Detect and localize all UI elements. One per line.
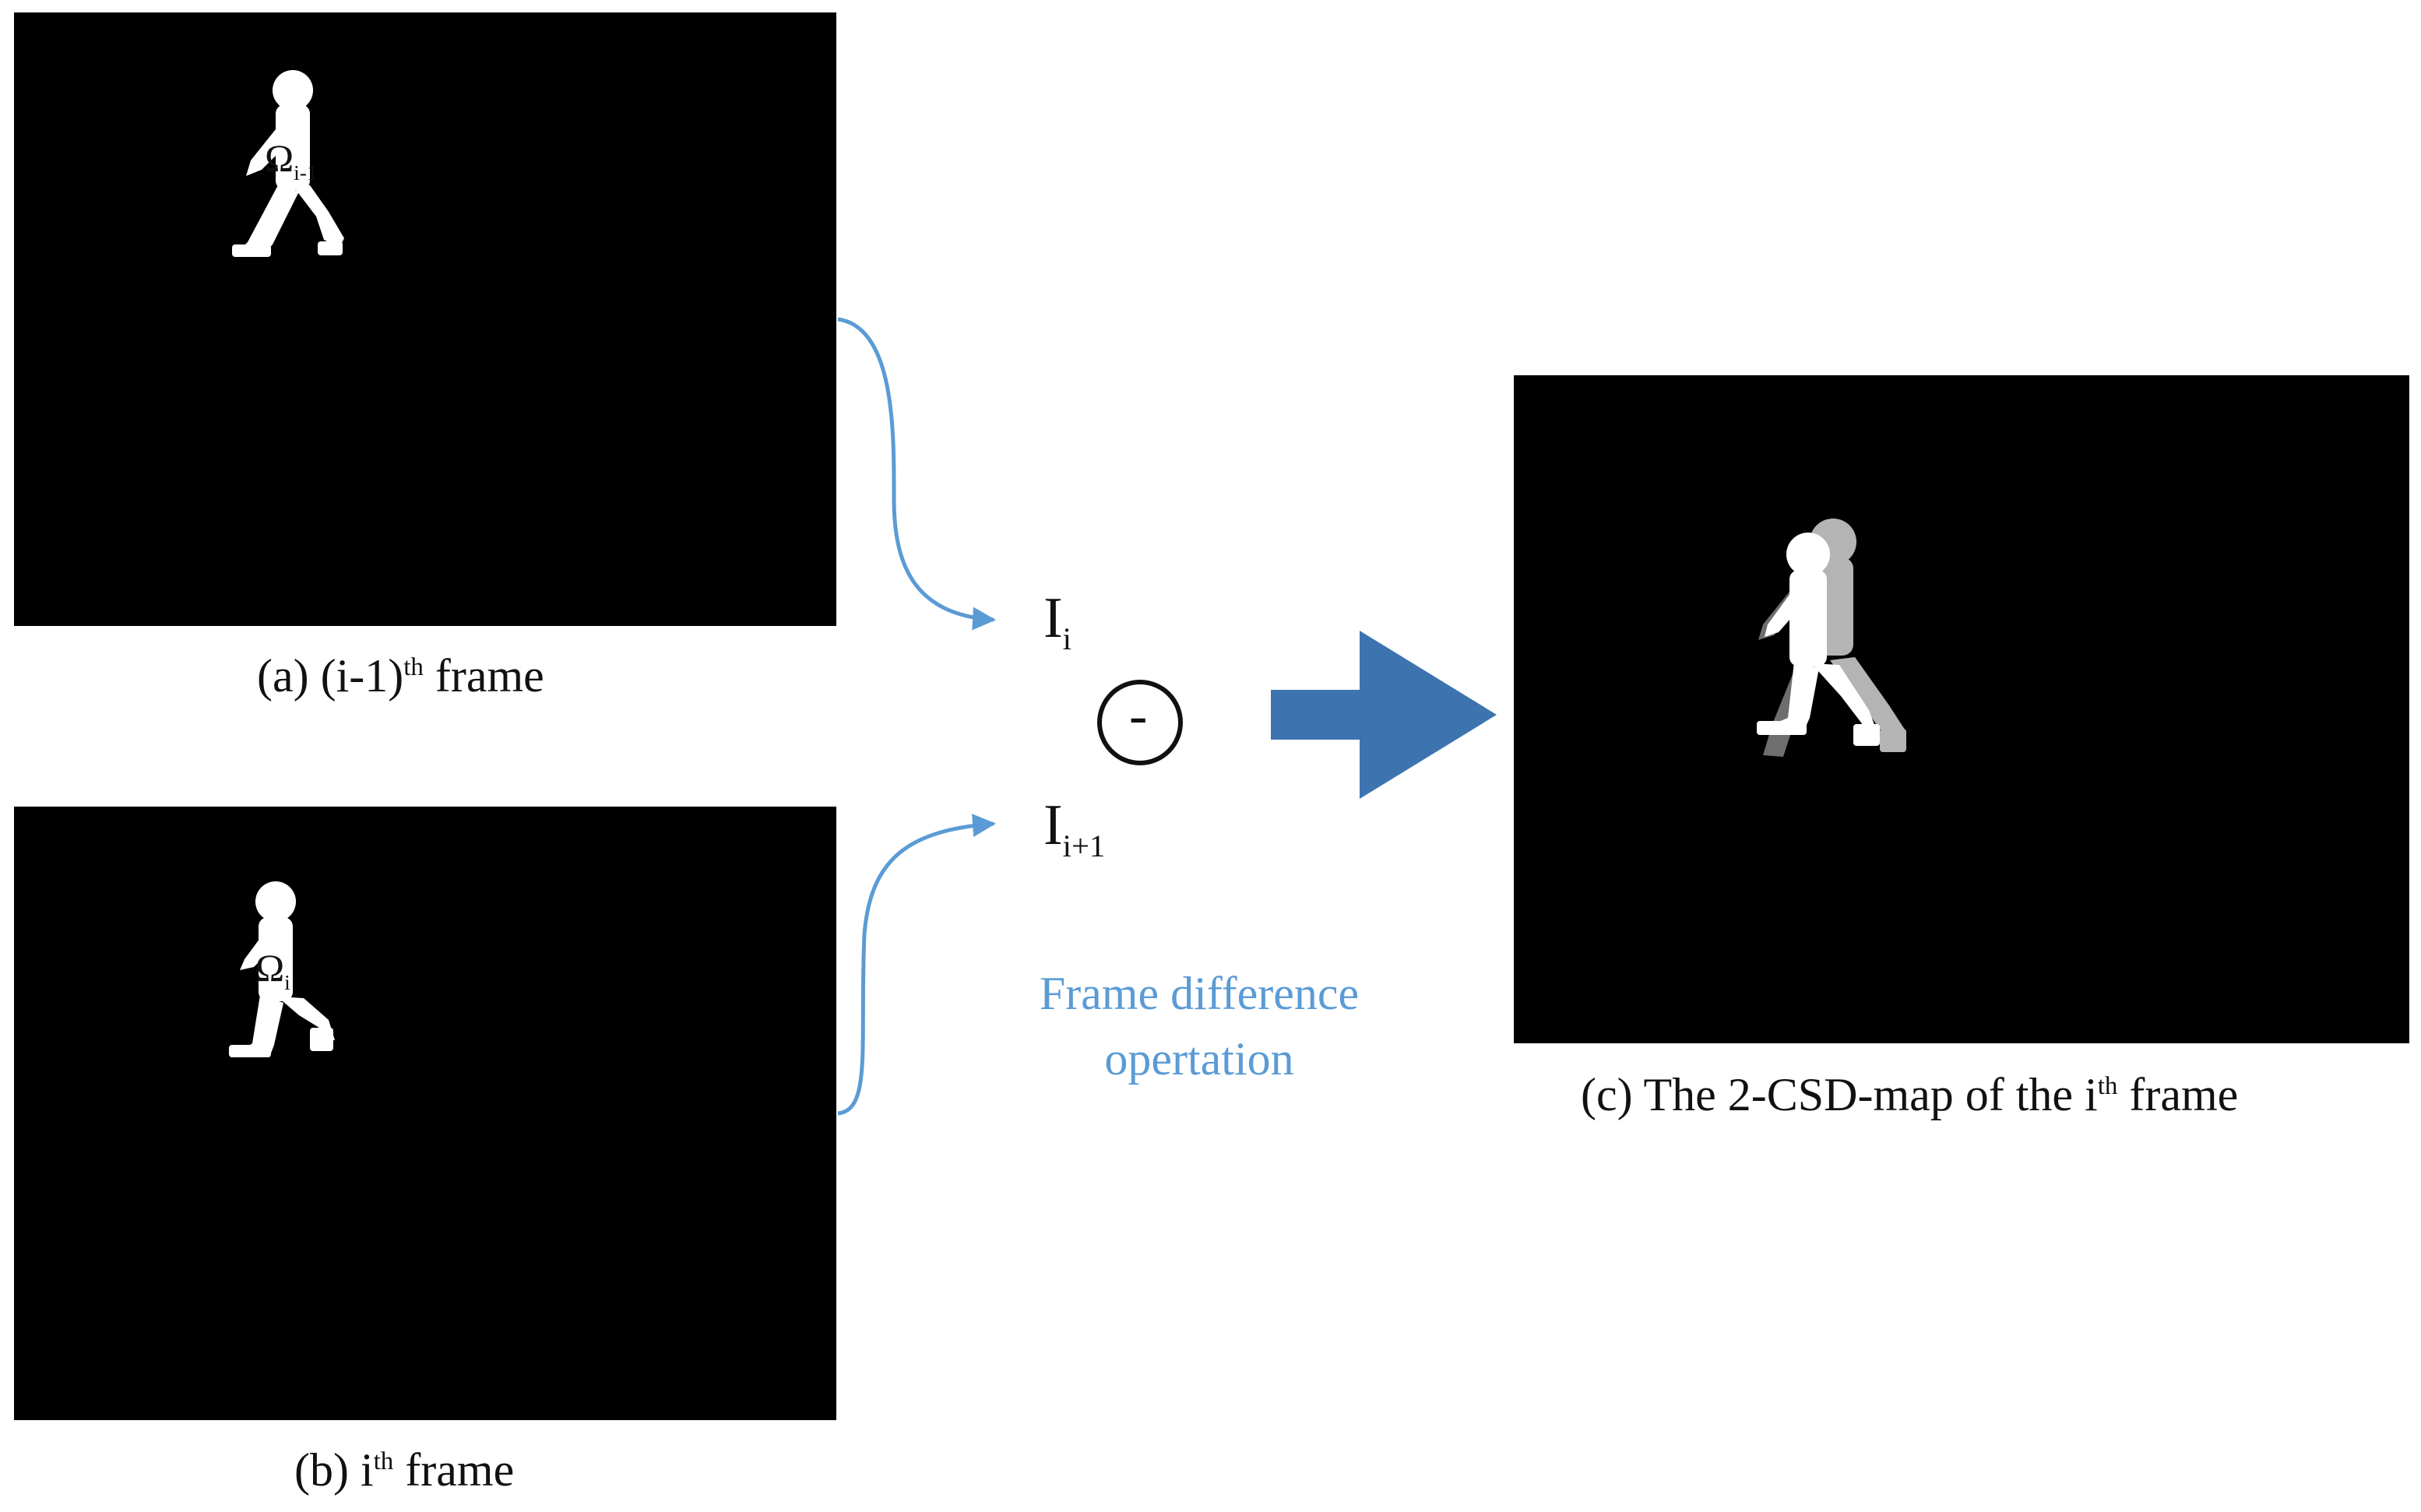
silhouette-c-csd-map [1757,519,1906,757]
region-label-a: Ωi-1 [265,136,318,185]
connector-top-arrow [837,317,996,631]
caption-b: (b) ith frame [294,1444,515,1496]
silhouette-a [232,70,344,257]
big-right-arrow-icon [1271,631,1497,799]
connector-bottom-arrow [837,814,996,1116]
region-label-b: Ωi [255,946,290,994]
frame-c-image [1514,375,2409,1043]
operator-minus: - [1129,686,1148,746]
frame-difference-label: Frame difference opertation [1039,968,1360,1085]
caption-c: (c) The 2-CSD-map of the ith frame [1581,1069,2239,1120]
frame-b-image: Ωi [14,807,836,1420]
input-bottom-label: Ii+1 [1043,793,1106,863]
silhouette-b [229,881,335,1057]
caption-a: (a) (i-1)th frame [257,650,544,701]
frame-a-image: Ωi-1 [14,12,836,626]
input-top-label: Ii [1043,586,1072,656]
